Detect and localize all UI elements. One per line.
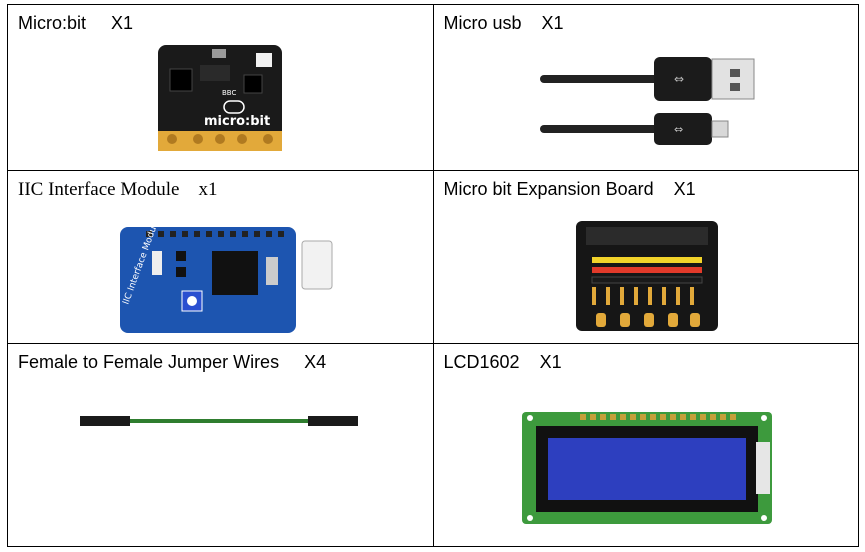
item-label-microbit: Micro:bit X1 bbox=[18, 13, 134, 33]
cell-iic-module: IIC Interface Module x1 IIC Interface M bbox=[7, 170, 434, 344]
item-label-iic-module: IIC Interface Module x1 bbox=[18, 179, 218, 200]
item-label-expansion-board: Micro bit Expansion Board X1 bbox=[443, 179, 696, 199]
microbit-board-image: BBC micro:bit bbox=[158, 45, 282, 151]
item-label-lcd1602: LCD1602 X1 bbox=[443, 352, 562, 372]
cell-expansion-board: Micro bit Expansion Board X1 bbox=[432, 170, 859, 344]
lcd1602-image bbox=[521, 412, 772, 524]
item-label-jumper-wires: Female to Female Jumper Wires X4 bbox=[18, 352, 327, 372]
svg-text:micro:bit: micro:bit bbox=[204, 114, 270, 129]
iic-module-image: IIC Interface Module bbox=[120, 221, 333, 333]
cell-micro-usb: Micro usb X1 ⇔ ⇔ bbox=[432, 4, 859, 171]
components-table: Micro:bit X1 BBC micro:bit Micro bbox=[7, 4, 859, 547]
micro-usb-cable-image: ⇔ ⇔ bbox=[539, 57, 754, 145]
svg-text:BBC: BBC bbox=[222, 89, 236, 97]
cell-microbit: Micro:bit X1 BBC micro:bit bbox=[7, 4, 434, 171]
svg-text:⇔: ⇔ bbox=[674, 123, 683, 136]
svg-text:⇔: ⇔ bbox=[674, 72, 684, 86]
expansion-board-image bbox=[575, 221, 718, 331]
jumper-wire-image bbox=[80, 416, 358, 426]
cell-jumper-wires: Female to Female Jumper Wires X4 bbox=[7, 343, 434, 547]
cell-lcd1602: LCD1602 X1 bbox=[432, 343, 859, 547]
item-label-micro-usb: Micro usb X1 bbox=[443, 13, 564, 33]
